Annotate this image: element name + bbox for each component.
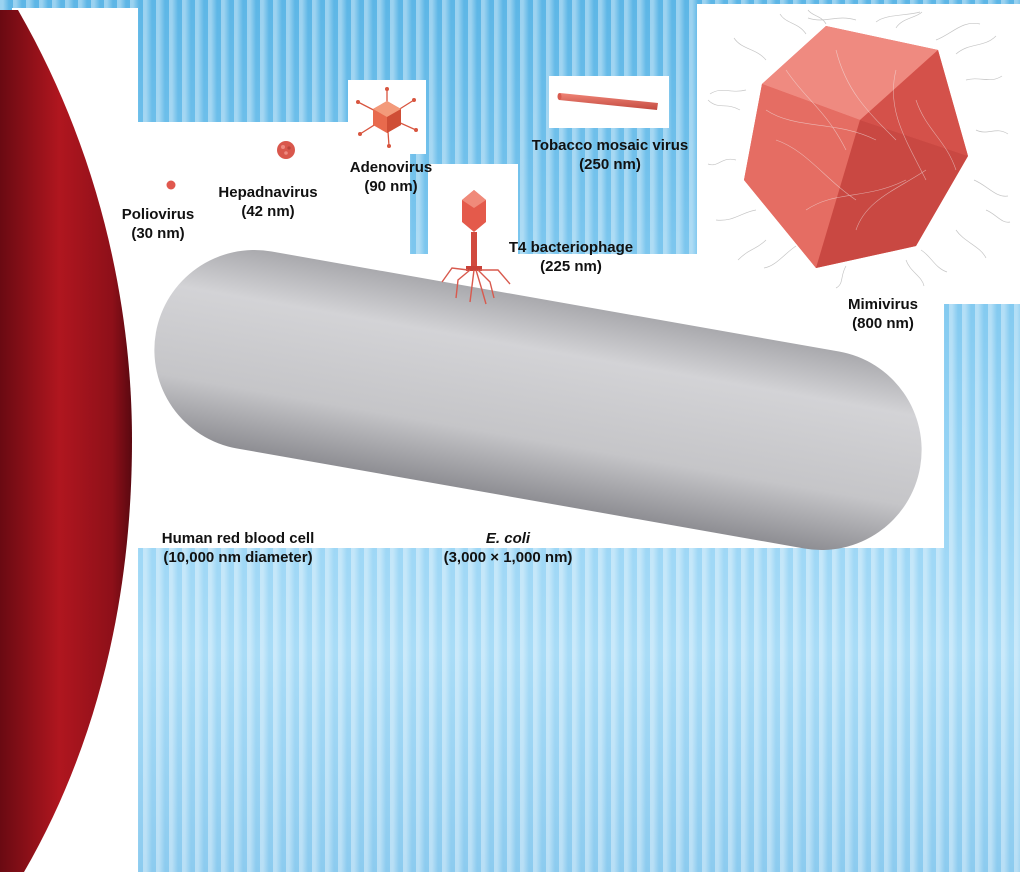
mimivirus-name: Mimivirus (820, 295, 946, 314)
adenovirus-name: Adenovirus (336, 158, 446, 177)
hepadnavirus-name: Hepadnavirus (200, 183, 336, 202)
adenovirus-label: Adenovirus (90 nm) (336, 158, 446, 196)
adenovirus-icon (354, 86, 420, 148)
t4-bacteriophage-size: (225 nm) (486, 257, 656, 276)
poliovirus-name: Poliovirus (108, 205, 208, 224)
mimivirus-label: Mimivirus (800 nm) (820, 295, 946, 333)
red-blood-cell-name: Human red blood cell (140, 529, 336, 548)
tobacco-mosaic-virus-size: (250 nm) (506, 155, 714, 174)
red-blood-cell-label: Human red blood cell (10,000 nm diameter… (140, 529, 336, 567)
hepadnavirus-size: (42 nm) (200, 202, 336, 221)
mimivirus-icon (706, 10, 1012, 290)
tobacco-mosaic-virus-icon (556, 86, 662, 116)
ecoli-label: E. coli (3,000 × 1,000 nm) (418, 529, 598, 567)
t4-bacteriophage-label: T4 bacteriophage (225 nm) (486, 238, 656, 276)
tobacco-mosaic-virus-name: Tobacco mosaic virus (506, 136, 714, 155)
adenovirus-size: (90 nm) (336, 177, 446, 196)
tobacco-mosaic-virus-label: Tobacco mosaic virus (250 nm) (506, 136, 714, 174)
poliovirus-label: Poliovirus (30 nm) (108, 205, 208, 243)
mimivirus-size: (800 nm) (820, 314, 946, 333)
ecoli-size: (3,000 × 1,000 nm) (418, 548, 598, 567)
t4-bacteriophage-name: T4 bacteriophage (486, 238, 656, 257)
poliovirus-size: (30 nm) (108, 224, 208, 243)
poliovirus-icon (164, 178, 178, 192)
hepadnavirus-icon (274, 138, 298, 162)
red-blood-cell-size: (10,000 nm diameter) (140, 548, 336, 567)
hepadnavirus-label: Hepadnavirus (42 nm) (200, 183, 336, 221)
ecoli-name: E. coli (418, 529, 598, 548)
